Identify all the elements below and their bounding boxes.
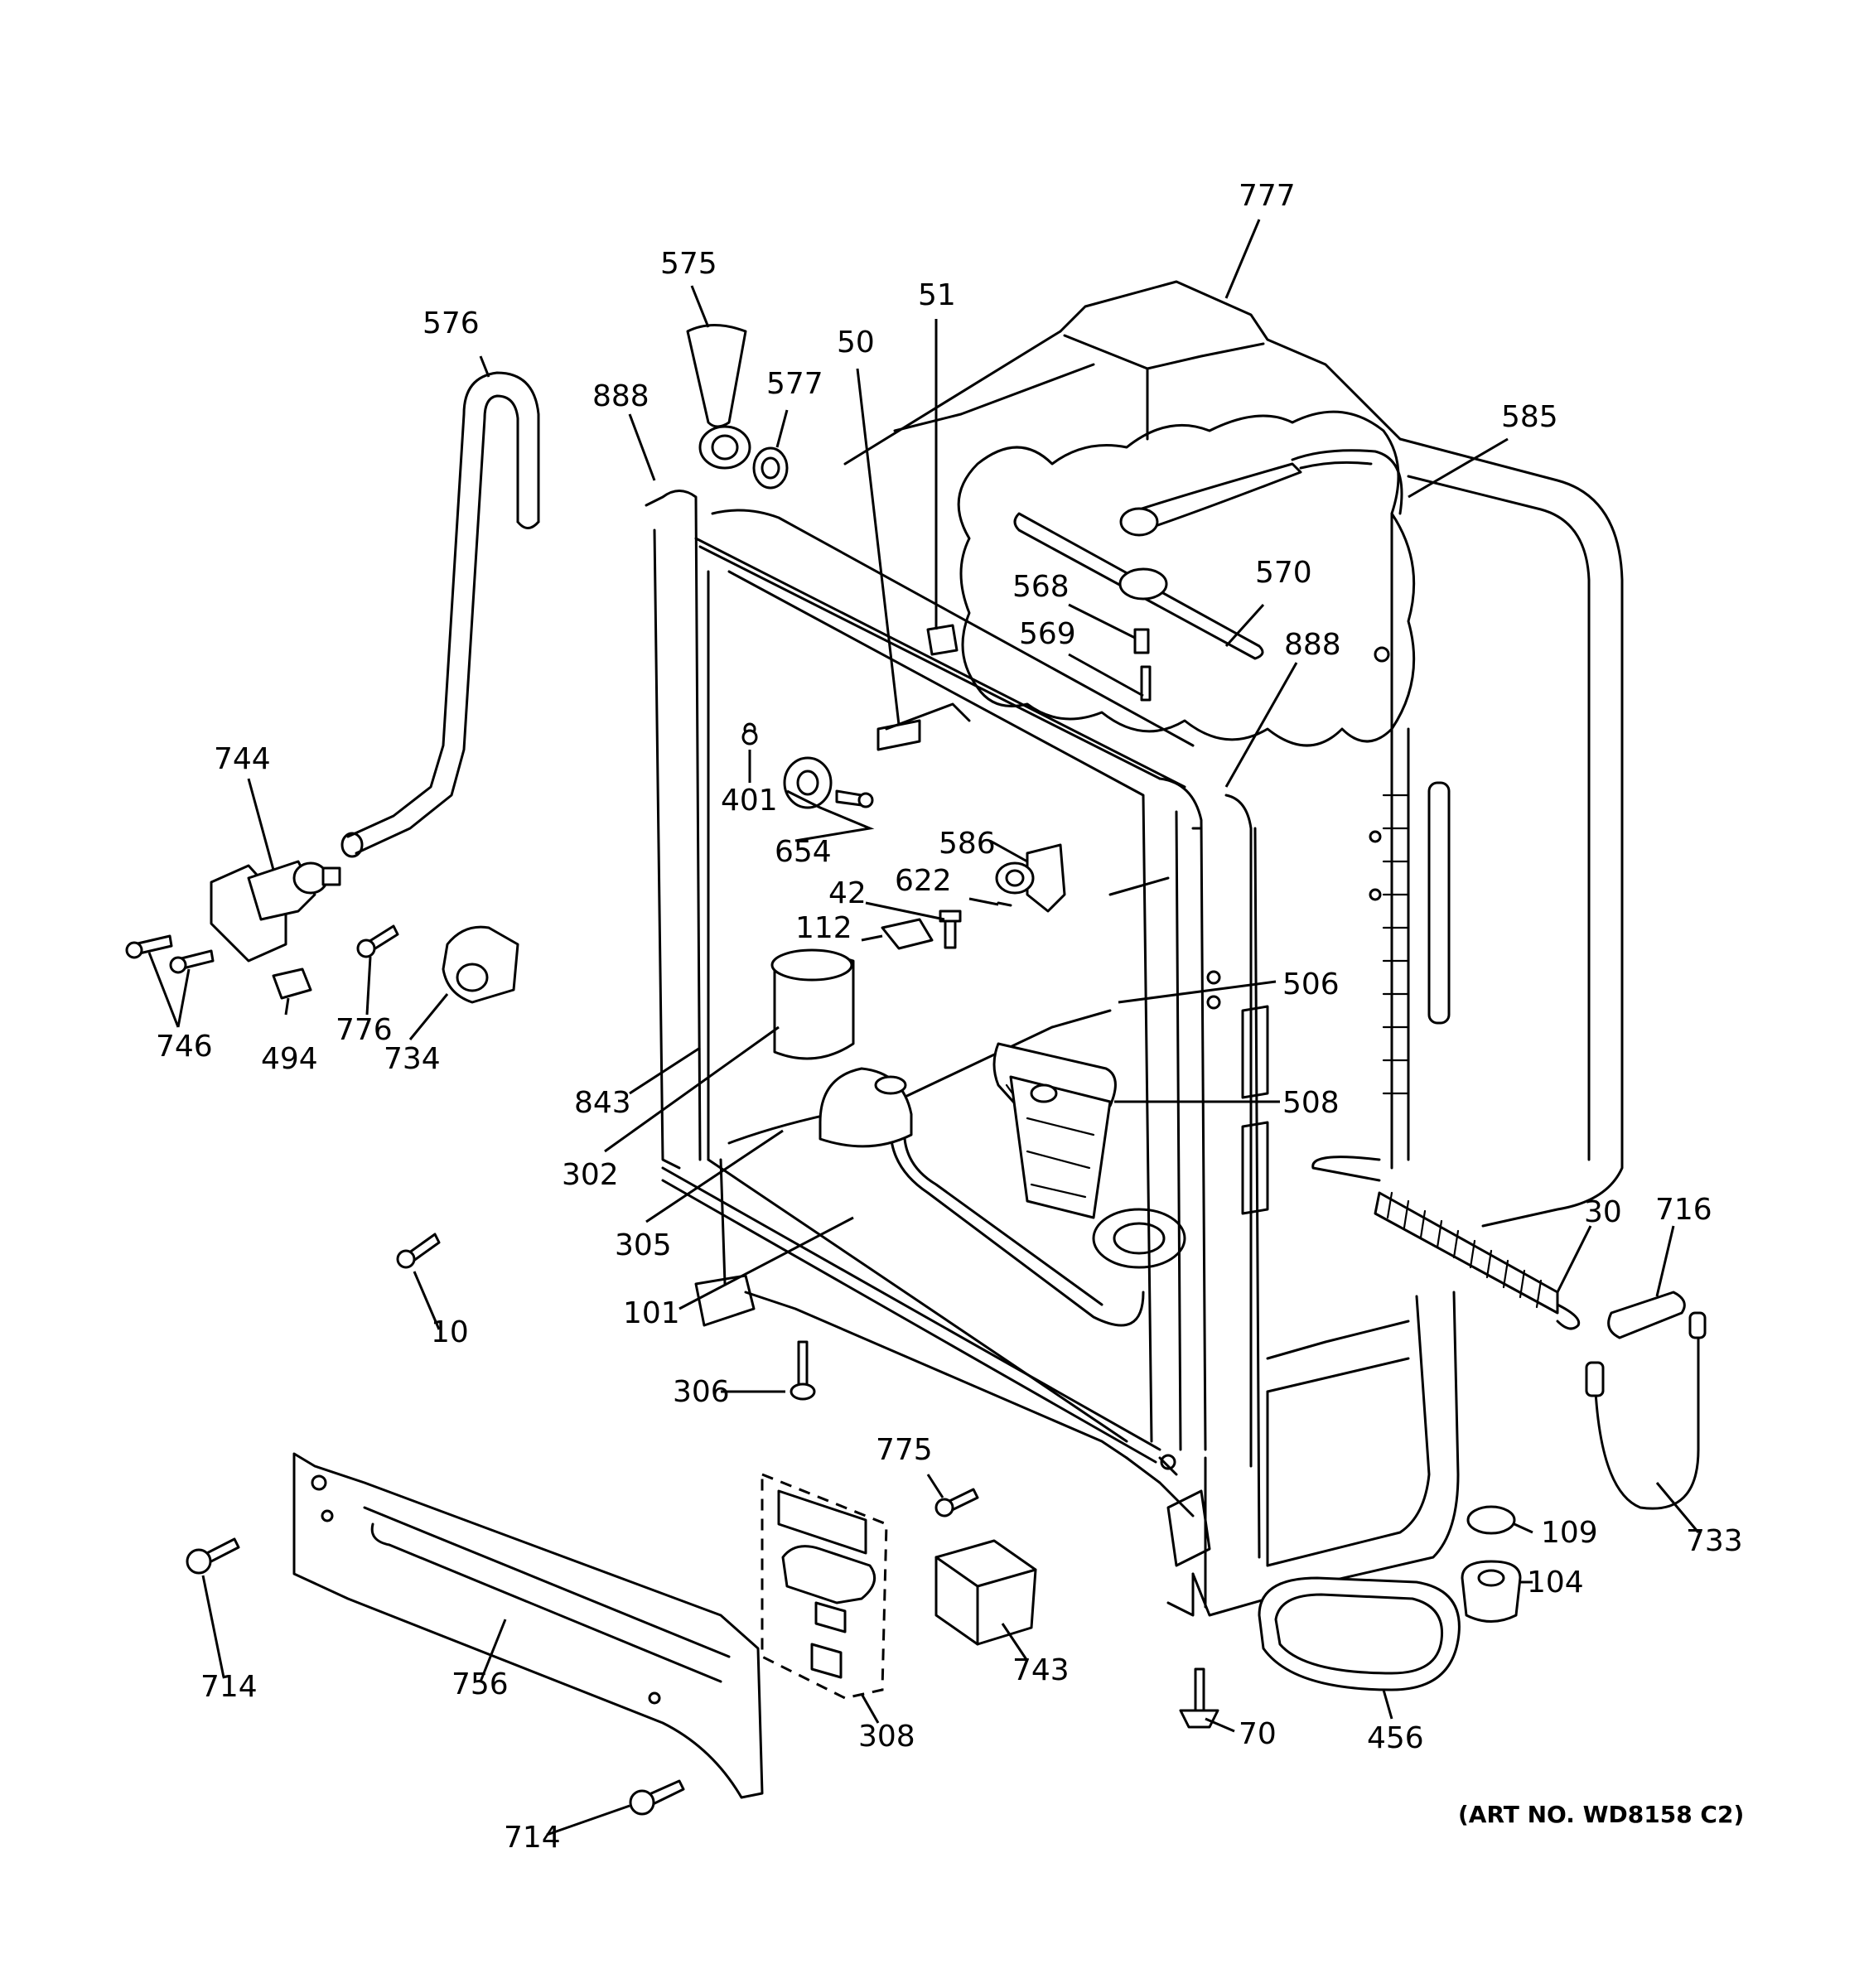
callout-576: 576 — [423, 306, 480, 340]
part-716 — [1607, 1291, 1686, 1339]
callout-888-top: 888 — [592, 379, 650, 413]
part-743 — [934, 1539, 1037, 1646]
part-112 — [881, 918, 934, 950]
callout-585: 585 — [1501, 400, 1558, 434]
callout-308: 308 — [858, 1720, 915, 1754]
callout-746: 746 — [156, 1030, 213, 1064]
callout-568: 568 — [1012, 570, 1070, 604]
callout-51: 51 — [918, 278, 956, 312]
callout-50: 50 — [837, 326, 875, 359]
part-42 — [939, 910, 962, 949]
callout-622: 622 — [895, 864, 952, 898]
callout-101: 101 — [623, 1296, 680, 1330]
part-494 — [272, 967, 312, 1000]
part-654 — [783, 756, 874, 809]
part-586 — [995, 843, 1066, 913]
callout-714-left: 714 — [200, 1670, 258, 1704]
part-744 — [210, 860, 341, 963]
callout-577: 577 — [766, 367, 823, 401]
part-734 — [442, 925, 519, 1004]
callout-714-bottom: 714 — [504, 1821, 561, 1855]
tub-assembly — [645, 280, 1624, 1617]
callout-733: 733 — [1686, 1524, 1743, 1558]
part-756 — [292, 1452, 764, 1799]
callout-654: 654 — [775, 835, 832, 869]
art-number-note: (ART NO. WD8158 C2) — [1458, 1801, 1744, 1828]
callout-112: 112 — [795, 911, 852, 945]
callout-labels: 777 575 51 50 576 577 888 585 570 568 56… — [156, 179, 1743, 1855]
part-568-569 — [1133, 628, 1152, 702]
callout-70: 70 — [1239, 1717, 1277, 1751]
callout-10: 10 — [431, 1315, 469, 1349]
part-508 — [1009, 1075, 1112, 1219]
callout-569: 569 — [1019, 617, 1076, 651]
part-104 — [1461, 1560, 1522, 1623]
spray-arm-assembly — [1013, 449, 1403, 660]
part-50-51 — [876, 624, 971, 751]
callout-401: 401 — [721, 784, 778, 818]
part-622 — [997, 901, 1012, 907]
part-10 — [396, 1233, 441, 1269]
part-70 — [1179, 1667, 1219, 1729]
part-577 — [752, 446, 789, 490]
callout-506: 506 — [1282, 967, 1340, 1001]
callout-776: 776 — [336, 1013, 393, 1047]
callout-494: 494 — [261, 1042, 318, 1076]
leader-lines — [147, 219, 1700, 1836]
callout-843: 843 — [574, 1086, 631, 1120]
part-306 — [790, 1340, 816, 1401]
callout-302: 302 — [562, 1158, 619, 1192]
callout-888-right: 888 — [1284, 628, 1341, 662]
callout-305: 305 — [615, 1228, 672, 1262]
part-109 — [1466, 1505, 1516, 1535]
callout-42: 42 — [828, 876, 867, 910]
callout-744: 744 — [214, 742, 271, 776]
callout-508: 508 — [1282, 1086, 1340, 1120]
part-308-group — [761, 1472, 888, 1700]
callout-734: 734 — [384, 1042, 441, 1076]
heater-cover-843 — [770, 948, 913, 1148]
callout-743: 743 — [1012, 1653, 1070, 1687]
part-576-hose — [340, 371, 540, 858]
callout-456: 456 — [1367, 1721, 1424, 1755]
callout-104: 104 — [1527, 1566, 1584, 1600]
part-575 — [686, 324, 751, 470]
callout-575: 575 — [660, 247, 717, 281]
part-775 — [934, 1488, 979, 1518]
callout-756: 756 — [452, 1667, 509, 1701]
part-733-cable — [1585, 1311, 1707, 1510]
callout-586: 586 — [939, 827, 996, 861]
callout-716: 716 — [1655, 1193, 1712, 1227]
part-401 — [741, 729, 758, 746]
callout-30: 30 — [1584, 1195, 1622, 1229]
callout-109: 109 — [1541, 1516, 1598, 1550]
callout-570: 570 — [1255, 556, 1312, 590]
part-714-a — [186, 1537, 240, 1575]
part-714-b — [629, 1779, 685, 1816]
callout-306: 306 — [673, 1375, 730, 1409]
part-746 — [125, 934, 215, 974]
part-776 — [356, 924, 399, 958]
part-456 — [1258, 1576, 1461, 1691]
callout-775: 775 — [876, 1433, 933, 1467]
callout-777: 777 — [1239, 179, 1296, 213]
part-30-spring — [1311, 1156, 1581, 1330]
